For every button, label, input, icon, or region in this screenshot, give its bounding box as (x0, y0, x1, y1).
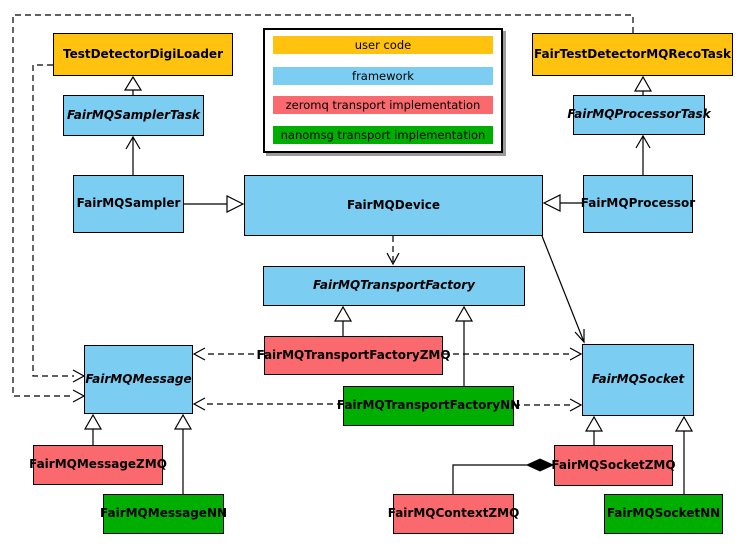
node-label: FairMQTransportFactory (313, 278, 475, 293)
edge-processor-to-device (542, 194, 583, 212)
edge-tfnn-to-socket (514, 398, 583, 412)
edge-tfnn-to-message (192, 397, 343, 411)
node-fairtestdetectormqrecotask: FairTestDetectorMQRecoTask (532, 33, 733, 76)
node-label: FairMQDevice (346, 197, 441, 212)
node-fairmqsampler: FairMQSampler (73, 175, 184, 233)
node-label: FairMQTransportFactoryZMQ (256, 347, 451, 362)
node-fairmqprocessor: FairMQProcessor (580, 175, 696, 233)
node-label: FairMQContextZMQ (387, 506, 520, 521)
node-label: FairMQTransportFactoryNN (336, 398, 521, 413)
node-fairmqsocketnn: FairMQSocketNN (604, 494, 723, 534)
edge-tfnn-to-transportfactory (454, 305, 474, 386)
node-label: FairMQSocket (591, 372, 685, 387)
node-fairmqmessagenn: FairMQMessageNN (99, 494, 228, 534)
edge-contextzmq-to-socketzmq (452, 458, 555, 494)
edge-device-to-transportfactory (386, 236, 400, 266)
legend-item-nanomsg: nanomsg transport implementation (273, 126, 493, 144)
node-fairmqmessage: FairMQMessage (84, 345, 193, 414)
edge-sampler-to-device (184, 195, 245, 213)
node-fairmqsamplertask: FairMQSamplerTask (63, 95, 204, 136)
legend-label: zeromq transport implementation (285, 98, 481, 112)
edge-socketzmq-to-socket (584, 415, 604, 445)
node-label: FairMQProcessorTask (567, 107, 711, 122)
node-fairmqdevice: FairMQDevice (244, 175, 543, 236)
legend: user code framework zeromq transport imp… (263, 28, 503, 153)
node-label: FairTestDetectorMQRecoTask (534, 46, 731, 61)
node-fairmqtransportfactorynn: FairMQTransportFactoryNN (337, 386, 520, 426)
node-fairmqcontextzmq: FairMQContextZMQ (388, 494, 519, 534)
node-label: FairMQSocketNN (606, 506, 721, 521)
edge-processor-to-processortask (635, 134, 651, 175)
node-label: FairMQMessageNN (99, 506, 228, 521)
node-label: FairMQSamplerTask (66, 107, 201, 122)
legend-item-zeromq: zeromq transport implementation (273, 96, 493, 114)
node-fairmqmessagezmq: FairMQMessageZMQ (29, 445, 167, 485)
node-fairmqtransportfactoryzmq: FairMQTransportFactoryZMQ (256, 336, 451, 375)
node-fairmqsocket: FairMQSocket (582, 344, 694, 416)
edge-messagenn-to-message (173, 413, 193, 494)
edge-tfzmq-to-socket (443, 347, 583, 361)
legend-label: user code (354, 38, 412, 52)
node-fairmqsocketzmq: FairMQSocketZMQ (551, 445, 676, 486)
legend-item-framework: framework (273, 67, 493, 85)
node-fairmqprocessortask: FairMQProcessorTask (567, 95, 711, 135)
edge-socketnn-to-socket (674, 415, 694, 494)
edge-processortask-to-recotask (633, 75, 653, 95)
node-testdetectordigiloader: TestDetectorDigiLoader (53, 33, 233, 76)
edge-messagezmq-to-message (83, 413, 103, 445)
edge-device-to-socket (541, 235, 585, 344)
node-label: FairMQSocketZMQ (551, 457, 676, 472)
node-fairmqtransportfactory: FairMQTransportFactory (263, 266, 525, 306)
node-label: FairMQMessageZMQ (29, 457, 167, 472)
node-label: FairMQMessage (85, 371, 192, 386)
edge-sampler-to-samplertask (125, 135, 141, 175)
edge-samplertask-to-digiloader (123, 75, 143, 95)
node-label: FairMQProcessor (580, 196, 696, 211)
edge-tfzmq-to-message (192, 347, 264, 361)
legend-label: nanomsg transport implementation (280, 128, 486, 142)
legend-label: framework (352, 69, 414, 83)
edge-tfzmq-to-transportfactory (333, 305, 353, 336)
node-label: TestDetectorDigiLoader (62, 46, 223, 61)
legend-item-user-code: user code (273, 36, 493, 54)
node-label: FairMQSampler (76, 196, 181, 211)
